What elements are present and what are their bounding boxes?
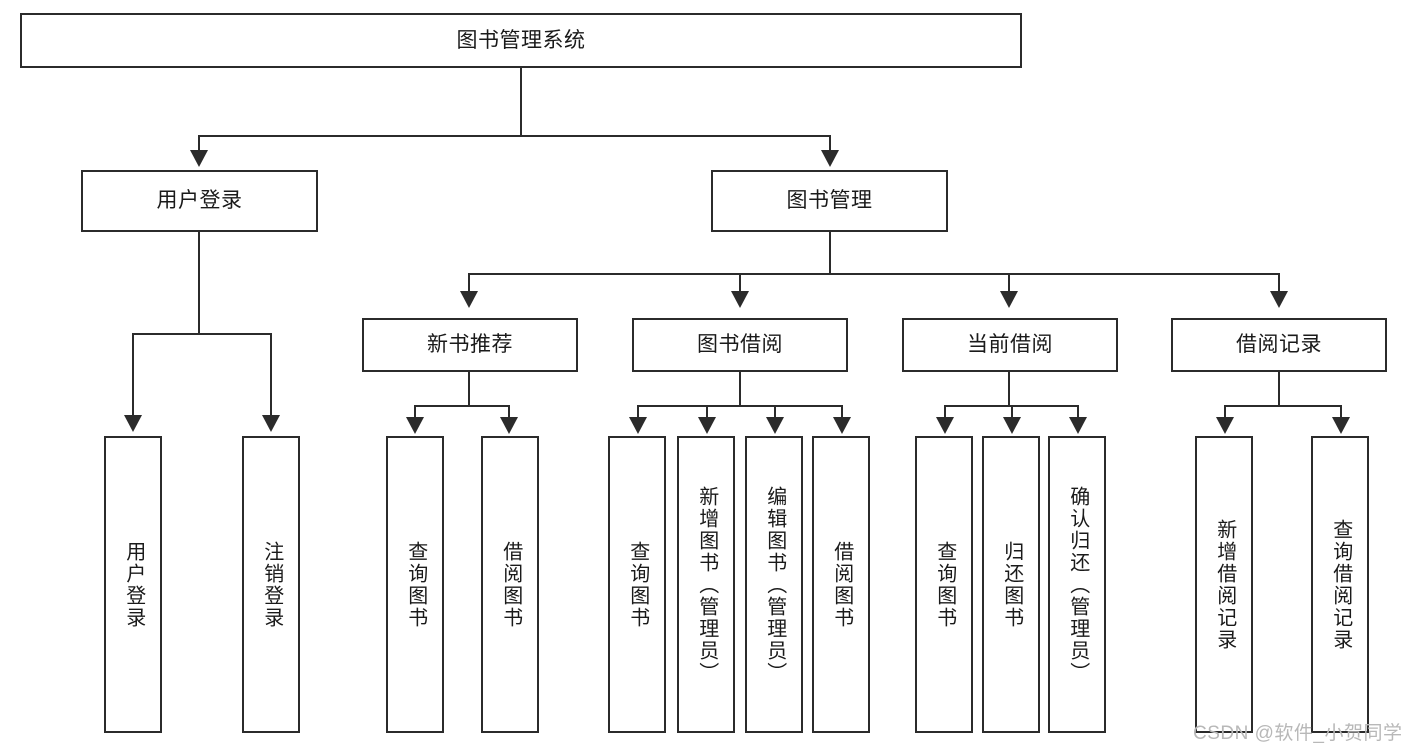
node-label: 查询图书 — [626, 540, 649, 629]
connector-current-borrow-leaf-3 — [1077, 405, 1079, 419]
node-label: 确认归还（管理员） — [1066, 485, 1089, 684]
node-label: 查询图书 — [933, 540, 956, 629]
arrow-book-mgmt-to-borrow — [731, 291, 749, 308]
node-label: 图书管理系统 — [456, 28, 586, 52]
connector-book-mgmt-to-borrow — [739, 273, 741, 293]
connector-new-book-stem — [468, 372, 470, 406]
leaf-current-query-book[interactable]: 查询图书 — [915, 436, 973, 733]
node-label: 图书管理 — [786, 189, 873, 213]
csdn-watermark: CSDN @软件_小贺同学 — [1193, 723, 1403, 744]
connector-book-borrow-leaf-3 — [774, 405, 776, 419]
arrow-user-login-leaf-1 — [124, 415, 142, 432]
node-current-borrow[interactable]: 当前借阅 — [902, 318, 1118, 372]
node-book-borrow[interactable]: 图书借阅 — [632, 318, 848, 372]
node-new-book-recommend[interactable]: 新书推荐 — [362, 318, 578, 372]
node-label: 当前借阅 — [967, 333, 1053, 357]
arrow-book-borrow-leaf-1 — [629, 417, 647, 434]
leaf-current-return-book[interactable]: 归还图书 — [982, 436, 1040, 733]
leaf-current-confirm-return[interactable]: 确认归还（管理员） — [1048, 436, 1106, 733]
connector-borrow-record-leaf-1 — [1224, 405, 1226, 419]
connector-current-borrow-stem — [1008, 372, 1010, 406]
connector-book-mgmt-bar — [468, 273, 1280, 275]
connector-book-borrow-bar — [637, 405, 843, 407]
node-root-system[interactable]: 图书管理系统 — [20, 13, 1022, 68]
arrow-book-mgmt-to-current — [1000, 291, 1018, 308]
node-label: 图书借阅 — [697, 333, 783, 357]
arrow-new-book-leaf-1 — [406, 417, 424, 434]
arrow-root-to-book-mgmt — [821, 150, 839, 167]
leaf-recommend-query-book[interactable]: 查询图书 — [386, 436, 444, 733]
connector-book-borrow-leaf-1 — [637, 405, 639, 419]
connector-new-book-bar — [414, 405, 508, 407]
leaf-record-query-record[interactable]: 查询借阅记录 — [1311, 436, 1369, 733]
connector-book-borrow-leaf-4 — [841, 405, 843, 419]
node-label: 查询图书 — [404, 540, 427, 629]
node-label: 新书推荐 — [427, 333, 513, 357]
leaf-record-add-record[interactable]: 新增借阅记录 — [1195, 436, 1253, 733]
node-label: 新增借阅记录 — [1213, 518, 1236, 651]
arrow-root-to-user-login — [190, 150, 208, 167]
arrow-current-borrow-leaf-3 — [1069, 417, 1087, 434]
leaf-borrow-borrow-book[interactable]: 借阅图书 — [812, 436, 870, 733]
arrow-book-mgmt-to-record — [1270, 291, 1288, 308]
node-borrow-record[interactable]: 借阅记录 — [1171, 318, 1387, 372]
connector-book-mgmt-to-new-book — [468, 273, 470, 293]
connector-book-mgmt-stem — [829, 232, 831, 274]
leaf-user-login[interactable]: 用户登录 — [104, 436, 162, 733]
connector-root-bar — [198, 135, 831, 137]
connector-current-borrow-leaf-1 — [944, 405, 946, 419]
node-label: 查询借阅记录 — [1329, 518, 1352, 651]
leaf-recommend-borrow-book[interactable]: 借阅图书 — [481, 436, 539, 733]
leaf-borrow-query-book[interactable]: 查询图书 — [608, 436, 666, 733]
arrow-book-borrow-leaf-2 — [698, 417, 716, 434]
arrow-current-borrow-leaf-2 — [1003, 417, 1021, 434]
arrow-book-borrow-leaf-3 — [766, 417, 784, 434]
connector-user-login-leaf-1 — [132, 333, 134, 417]
node-label: 用户登录 — [156, 189, 243, 213]
arrow-new-book-leaf-2 — [500, 417, 518, 434]
arrow-current-borrow-leaf-1 — [936, 417, 954, 434]
arrow-user-login-leaf-2 — [262, 415, 280, 432]
leaf-logout-login[interactable]: 注销登录 — [242, 436, 300, 733]
node-label: 归还图书 — [1000, 540, 1023, 629]
arrow-borrow-record-leaf-1 — [1216, 417, 1234, 434]
connector-book-mgmt-to-record — [1278, 273, 1280, 293]
connector-borrow-record-stem — [1278, 372, 1280, 406]
arrow-book-borrow-leaf-4 — [833, 417, 851, 434]
connector-root-to-user-login — [198, 135, 200, 152]
node-book-management[interactable]: 图书管理 — [711, 170, 948, 232]
connector-user-login-bar — [132, 333, 272, 335]
node-user-login[interactable]: 用户登录 — [81, 170, 318, 232]
leaf-borrow-add-book[interactable]: 新增图书（管理员） — [677, 436, 735, 733]
connector-book-mgmt-to-current — [1008, 273, 1010, 293]
connector-book-borrow-leaf-2 — [706, 405, 708, 419]
leaf-borrow-edit-book[interactable]: 编辑图书（管理员） — [745, 436, 803, 733]
connector-root-stem — [520, 68, 522, 135]
connector-current-borrow-leaf-2 — [1011, 405, 1013, 419]
connector-borrow-record-bar — [1224, 405, 1341, 407]
node-label: 注销登录 — [260, 540, 283, 629]
connector-user-login-leaf-2 — [270, 333, 272, 417]
connector-new-book-leaf-1 — [414, 405, 416, 419]
arrow-book-mgmt-to-new-book — [460, 291, 478, 308]
connector-user-login-stem — [198, 232, 200, 334]
connector-book-borrow-stem — [739, 372, 741, 406]
node-label: 借阅图书 — [499, 540, 522, 629]
connector-borrow-record-leaf-2 — [1340, 405, 1342, 419]
arrow-borrow-record-leaf-2 — [1332, 417, 1350, 434]
node-label: 用户登录 — [122, 540, 145, 629]
node-label: 借阅图书 — [830, 540, 853, 629]
connector-root-to-book-mgmt — [829, 135, 831, 152]
node-label: 编辑图书（管理员） — [763, 485, 786, 684]
node-label: 新增图书（管理员） — [695, 485, 718, 684]
node-label: 借阅记录 — [1236, 333, 1322, 357]
connector-new-book-leaf-2 — [508, 405, 510, 419]
